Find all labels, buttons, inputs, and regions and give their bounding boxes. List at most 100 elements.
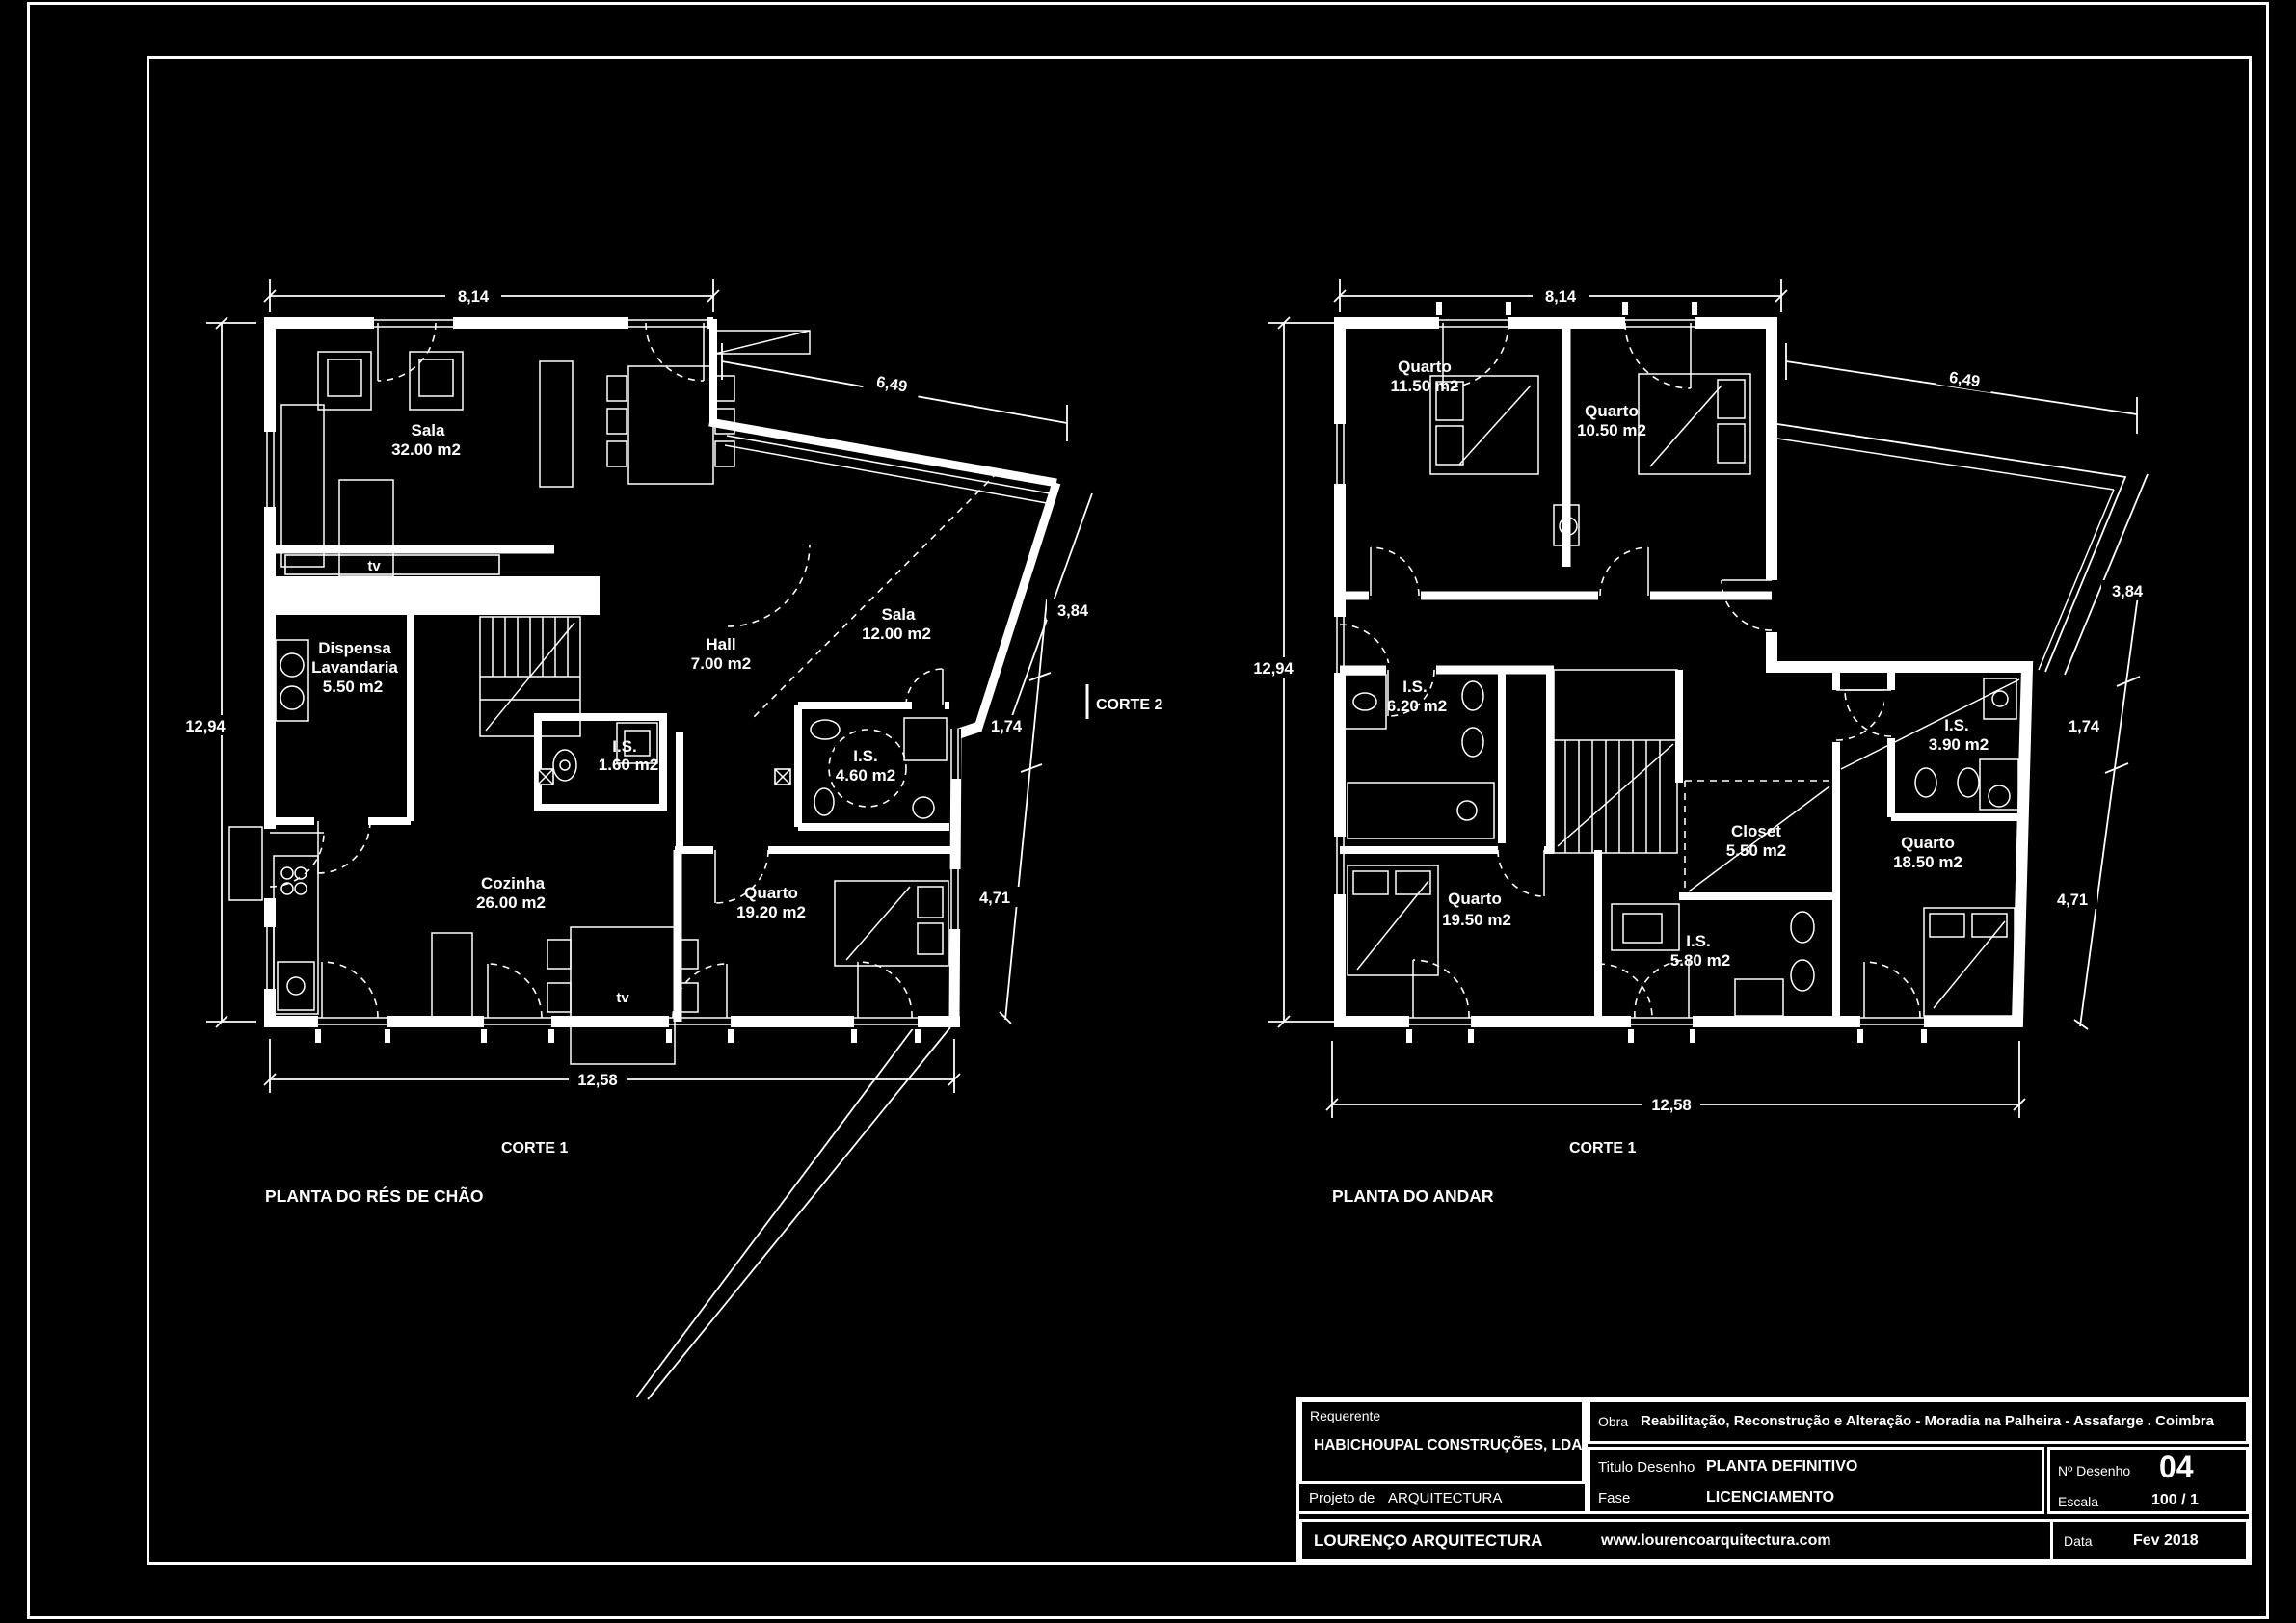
- svg-text:6.20 m2: 6.20 m2: [1387, 697, 1447, 715]
- dim-left: 12,94: [174, 316, 256, 1028]
- outer-frame: [27, 2, 2269, 1619]
- svg-text:Sala: Sala: [412, 421, 446, 439]
- dim-right-u: 3,84 1,74 4,71: [2047, 473, 2153, 1030]
- svg-text:12,94: 12,94: [1253, 660, 1294, 678]
- svg-text:Cozinha: Cozinha: [481, 874, 546, 892]
- upper-plan-title: PLANTA DO ANDAR: [1332, 1186, 1494, 1206]
- obra-value: Reabilitação, Reconstrução e Alteração -…: [1641, 1413, 2214, 1429]
- escala-label: Escala: [2058, 1494, 2099, 1509]
- terrace-outline: [1776, 423, 2127, 673]
- dim-top: 8,14: [263, 279, 720, 312]
- svg-text:19.50 m2: 19.50 m2: [1442, 911, 1511, 929]
- svg-text:1,74: 1,74: [2069, 718, 2100, 735]
- requerente-value: HABICHOUPAL CONSTRUÇÕES, LDA.: [1314, 1437, 1587, 1453]
- dim-left-u: 12,94: [1241, 316, 1334, 1028]
- num-value: 04: [2159, 1450, 2194, 1484]
- inner-frame: [147, 56, 2252, 1565]
- ground-interior: [270, 351, 952, 1065]
- svg-text:7.00 m2: 7.00 m2: [691, 654, 751, 673]
- fase-label: Fase: [1598, 1490, 1631, 1506]
- svg-text:12.00 m2: 12.00 m2: [862, 625, 931, 643]
- svg-text:6,49: 6,49: [1948, 369, 1982, 391]
- titulo-box: Titulo Desenho PLANTA DEFINITIVO Fase LI…: [1588, 1447, 2044, 1514]
- svg-text:Lavandaria: Lavandaria: [311, 658, 398, 677]
- svg-text:4.60 m2: 4.60 m2: [836, 766, 895, 785]
- escala-value: 100 / 1: [2151, 1492, 2199, 1508]
- svg-text:I.S.: I.S.: [853, 747, 878, 765]
- upper-room-labels: Quarto 11.50 m2 Quarto 10.50 m2 I.S. 6.2…: [1387, 358, 1989, 970]
- svg-text:CORTE 2: CORTE 2: [1096, 697, 1162, 713]
- svg-text:8,14: 8,14: [1545, 288, 1577, 306]
- svg-text:I.S.: I.S.: [1402, 678, 1428, 696]
- ground-room-labels: Sala 32.00 m2 tv Dispensa Lavandaria 5.5…: [311, 421, 931, 1006]
- svg-text:5.50 m2: 5.50 m2: [1726, 841, 1786, 860]
- requerente-label: Requerente: [1310, 1408, 1381, 1423]
- dim-annex-u: 6,49: [1785, 343, 2138, 434]
- dim-right: 3,84 1,74 4,71: [970, 492, 1099, 1024]
- svg-text:Hall: Hall: [706, 635, 735, 653]
- svg-text:Dispensa: Dispensa: [318, 639, 391, 657]
- obra-label: Obra: [1598, 1414, 1629, 1429]
- svg-text:8,14: 8,14: [458, 288, 490, 306]
- tb-divider-v2: [2050, 1522, 2053, 1565]
- svg-text:Quarto: Quarto: [1901, 834, 1955, 852]
- dim-annex: 6,49: [721, 343, 1068, 441]
- ground-openings: [228, 315, 961, 1043]
- svg-text:19.20 m2: 19.20 m2: [736, 903, 806, 921]
- ground-plan-title: PLANTA DO RÉS DE CHÃO: [265, 1185, 484, 1206]
- corte-2-mark: CORTE 2: [1085, 684, 1162, 719]
- corte-1-label-u: CORTE 1: [1569, 1140, 1636, 1157]
- tb-divider-h1: [1299, 1511, 1588, 1514]
- svg-text:Quarto: Quarto: [1585, 402, 1639, 420]
- svg-text:12,58: 12,58: [1651, 1097, 1691, 1114]
- svg-text:I.S.: I.S.: [1944, 716, 1969, 734]
- num-label: Nº Desenho: [2058, 1463, 2131, 1478]
- obra-box: Obra Reabilitação, Reconstrução e Altera…: [1588, 1399, 2249, 1444]
- svg-text:18.50 m2: 18.50 m2: [1893, 853, 1962, 871]
- dim-top-u: 8,14: [1333, 279, 1788, 312]
- svg-text:Sala: Sala: [882, 605, 917, 624]
- empresa: LOURENÇO ARQUITECTURA: [1314, 1531, 1543, 1550]
- website[interactable]: www.lourencoarquitectura.com: [1601, 1532, 1831, 1549]
- annex-glazing: [724, 435, 1051, 719]
- svg-text:4,71: 4,71: [2057, 891, 2088, 909]
- upper-floor-plan: 8,14 12,94 12,58 6,49 3,84: [1241, 279, 2153, 1206]
- svg-text:3.90 m2: 3.90 m2: [1929, 735, 1989, 754]
- svg-text:5.50 m2: 5.50 m2: [323, 678, 383, 696]
- svg-text:tv: tv: [616, 990, 629, 1006]
- data-value: Fev 2018: [2133, 1532, 2199, 1549]
- numero-box: Nº Desenho 04 Escala 100 / 1: [2047, 1447, 2249, 1514]
- upper-interior: [1340, 323, 2022, 1022]
- svg-text:tv: tv: [367, 558, 381, 574]
- titulo-label: Titulo Desenho: [1598, 1459, 1695, 1476]
- svg-text:26.00 m2: 26.00 m2: [476, 893, 546, 912]
- data-label: Data: [2064, 1533, 2093, 1549]
- svg-text:4,71: 4,71: [979, 890, 1010, 907]
- svg-text:3,84: 3,84: [2112, 583, 2144, 600]
- svg-text:11.50 m2: 11.50 m2: [1391, 377, 1459, 395]
- svg-text:32.00 m2: 32.00 m2: [391, 440, 461, 459]
- projeto-value: ARQUITECTURA: [1388, 1490, 1503, 1506]
- tb-divider-v1: [1585, 1399, 1588, 1514]
- svg-text:Closet: Closet: [1731, 822, 1781, 840]
- section-cut-line: [635, 1026, 951, 1400]
- dim-bottom-u: 12,58: [1325, 1041, 2026, 1118]
- svg-text:12,58: 12,58: [577, 1072, 617, 1089]
- corte-1-label: CORTE 1: [501, 1140, 568, 1157]
- ground-floor-plan: 8,14 12,94 12,58 6,49: [174, 279, 1162, 1400]
- fase-value: LICENCIAMENTO: [1706, 1489, 1835, 1505]
- projeto-label: Projeto de: [1309, 1490, 1375, 1506]
- svg-text:1,74: 1,74: [991, 718, 1023, 735]
- title-block: Requerente HABICHOUPAL CONSTRUÇÕES, LDA.…: [1296, 1397, 2252, 1565]
- svg-text:I.S.: I.S.: [612, 737, 637, 756]
- svg-text:Quarto: Quarto: [1448, 890, 1502, 908]
- svg-text:I.S.: I.S.: [1686, 932, 1711, 950]
- svg-text:1.60 m2: 1.60 m2: [599, 756, 658, 774]
- svg-text:10.50 m2: 10.50 m2: [1577, 421, 1646, 439]
- svg-text:Quarto: Quarto: [744, 884, 798, 902]
- svg-text:3,84: 3,84: [1057, 602, 1089, 620]
- footer-row: LOURENÇO ARQUITECTURA www.lourencoarquit…: [1299, 1519, 2249, 1565]
- svg-text:Quarto: Quarto: [1398, 358, 1452, 376]
- svg-text:12,94: 12,94: [185, 718, 226, 735]
- upper-openings: [1333, 302, 1927, 1043]
